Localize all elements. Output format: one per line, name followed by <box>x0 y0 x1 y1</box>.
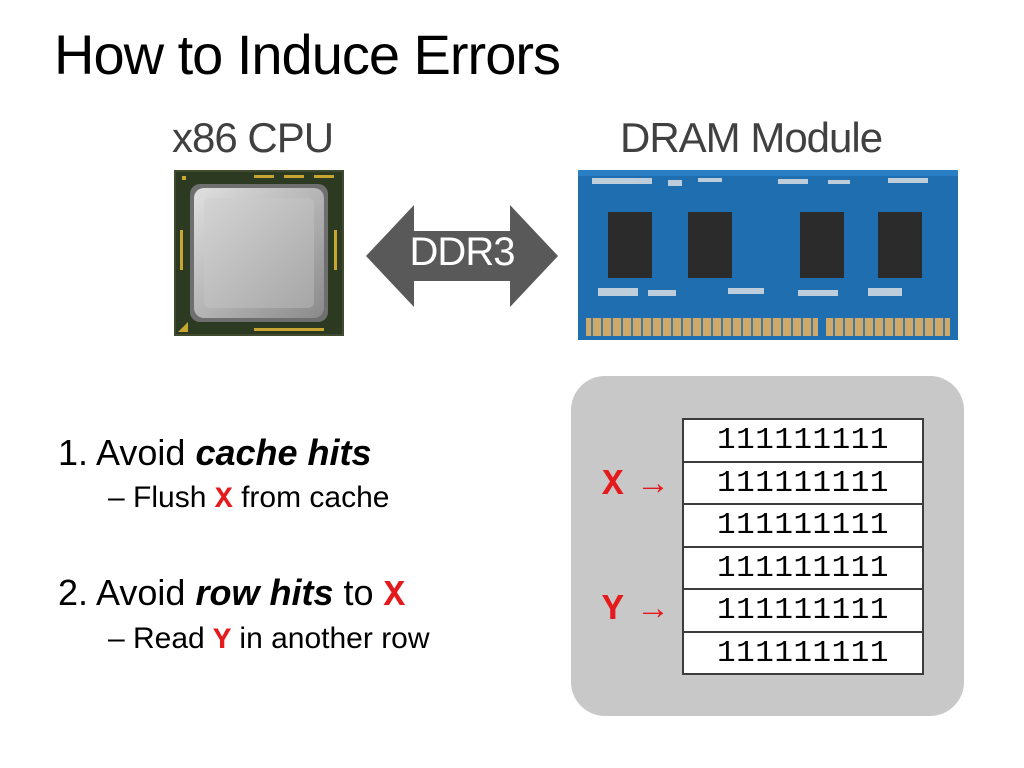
slide-title: How to Induce Errors <box>54 23 561 86</box>
step-2-suffix: to <box>333 572 384 613</box>
step-1-detail-before: – Flush <box>108 481 215 514</box>
step-2-emphasis: row hits <box>195 572 334 613</box>
step-1-detail-var: X <box>214 483 233 517</box>
step-2-detail-var: Y <box>213 624 232 658</box>
dram-module-label: DRAM Module <box>620 114 883 161</box>
dram-row-3: 111111111 <box>684 505 922 548</box>
step-2-detail: – Read Y in another row <box>108 622 430 658</box>
dram-stick-icon <box>578 170 958 340</box>
dram-row-5: 111111111 <box>684 590 922 633</box>
dram-row-1: 111111111 <box>684 420 922 463</box>
dram-row-4: 111111111 <box>684 547 922 590</box>
step-1-detail-after: from cache <box>232 481 390 514</box>
pointer-y-label: Y <box>602 589 624 630</box>
dram-rows: 111111111 111111111 111111111 111111111 … <box>682 418 924 675</box>
pointer-y-arrow-icon: → <box>636 589 670 627</box>
step-1-emphasis: cache hits <box>195 432 372 473</box>
ddr3-label: DDR3 <box>409 230 516 274</box>
step-1-prefix: 1. Avoid <box>58 432 196 473</box>
step-2: 2. Avoid row hits to X <box>58 572 405 616</box>
dram-row-6: 111111111 <box>684 632 922 675</box>
step-2-detail-after: in another row <box>231 622 430 655</box>
step-1-detail: – Flush X from cache <box>108 481 389 517</box>
step-2-prefix: 2. Avoid <box>58 572 196 613</box>
step-1: 1. Avoid cache hits <box>58 432 372 474</box>
cpu-label: x86 CPU <box>172 114 334 161</box>
cpu-chip-icon <box>174 170 344 336</box>
step-2-detail-before: – Read <box>108 622 214 655</box>
step-2-var: X <box>383 575 406 616</box>
pointer-x-label: X <box>602 464 624 505</box>
bidirectional-arrow-icon <box>366 205 558 307</box>
pointer-x-arrow-icon: → <box>636 464 670 502</box>
dram-row-2: 111111111 <box>684 462 922 505</box>
